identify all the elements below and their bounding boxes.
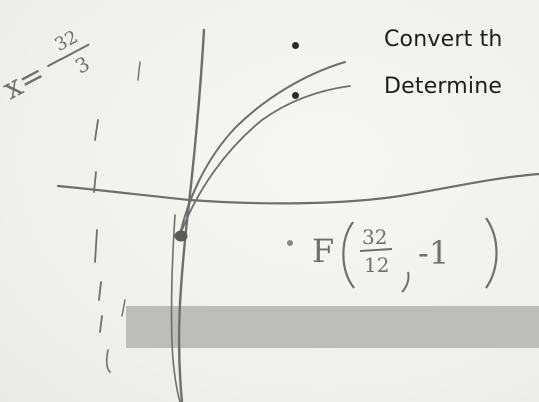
bullet-1-text: Convert th — [384, 27, 503, 52]
asymptote-dash-2 — [93, 171, 97, 193]
gray-band — [126, 306, 539, 348]
asymptote-denominator: 3 — [71, 51, 94, 78]
x-axis-line — [56, 172, 539, 205]
asymptote-dash-5 — [99, 315, 103, 333]
focus-label: F 32 12 -1 — [312, 217, 498, 293]
parabola-upper-branch — [179, 61, 346, 235]
asymptote-dash-8 — [121, 299, 126, 317]
focus-letter: F — [312, 232, 334, 270]
bullet-dot-2 — [292, 92, 299, 99]
asymptote-dash-4 — [98, 281, 102, 301]
asymptote-dash-6 — [105, 349, 111, 373]
focus-open-paren — [342, 221, 355, 289]
vertex-point — [174, 230, 188, 242]
parabola-upper-branch-2 — [181, 85, 351, 231]
asymptote-dash-3 — [94, 229, 98, 263]
focus-y: -1 — [418, 234, 449, 272]
asymptote-label: x= − 32 3 — [0, 26, 94, 107]
asymptote-dash-7 — [137, 61, 141, 81]
focus-denominator: 12 — [364, 253, 389, 277]
focus-close-paren — [485, 217, 498, 289]
y-axis-line — [177, 28, 206, 402]
bullet-dot-1 — [292, 42, 299, 49]
asymptote-dash-1 — [94, 119, 99, 141]
focus-comma — [401, 271, 410, 293]
focus-numerator: 32 — [362, 225, 387, 249]
bullet-2-text: Determine — [384, 74, 503, 99]
focus-bullet-dot — [287, 240, 293, 246]
y-axis-line-2 — [170, 214, 181, 402]
